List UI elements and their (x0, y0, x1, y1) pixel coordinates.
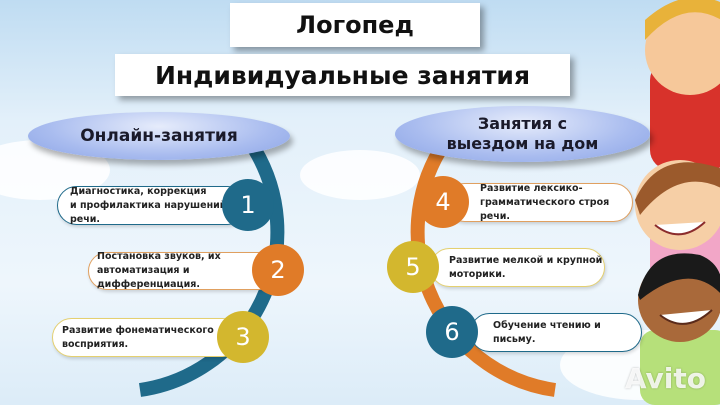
number-badge: 4 (417, 176, 469, 228)
list-item: Развитие лексико-грамматического строя р… (445, 183, 633, 222)
left-arc (139, 146, 285, 397)
number-badge: 1 (222, 179, 274, 231)
heading-line: Занятия с (477, 114, 568, 133)
heading-line: выездом на дом (446, 134, 599, 153)
item-text: моторики. (449, 268, 506, 280)
list-item: Обучение чтению и письму. (470, 313, 642, 352)
item-text: и профилактика нарушений речи. (70, 199, 227, 225)
item-text: автоматизация и дифференциация. (97, 265, 200, 290)
item-text: Развитие мелкой и крупной (449, 254, 603, 266)
list-item: Диагностика, коррекция и профилактика нар… (57, 186, 247, 225)
page-title: Логопед (230, 3, 480, 47)
number-badge: 2 (252, 244, 304, 296)
item-text: грамматического строя речи. (480, 196, 610, 222)
avito-watermark: Avito (624, 362, 706, 395)
item-text: Развитие фонематического (62, 324, 214, 336)
item-text: Постановка звуков, их (97, 251, 221, 262)
item-text: Обучение чтению и письму. (493, 319, 601, 345)
cloud (300, 150, 420, 200)
number-badge: 3 (217, 311, 269, 363)
number-badge: 6 (426, 306, 478, 358)
list-item: Постановка звуков, их автоматизация и диф… (88, 251, 278, 290)
item-text: Диагностика, коррекция (70, 185, 207, 197)
online-heading: Онлайн-занятия (28, 112, 290, 160)
home-visit-heading: Занятия с выездом на дом (395, 106, 650, 162)
item-text: Развитие лексико- (480, 182, 583, 194)
list-item: Развитие мелкой и крупной моторики. (430, 248, 605, 287)
list-item: Развитие фонематического восприятия. (52, 318, 242, 357)
number-badge: 5 (387, 241, 439, 293)
page-subtitle: Индивидуальные занятия (115, 54, 570, 96)
children-illustration (635, 0, 720, 405)
item-text: восприятия. (62, 338, 129, 350)
